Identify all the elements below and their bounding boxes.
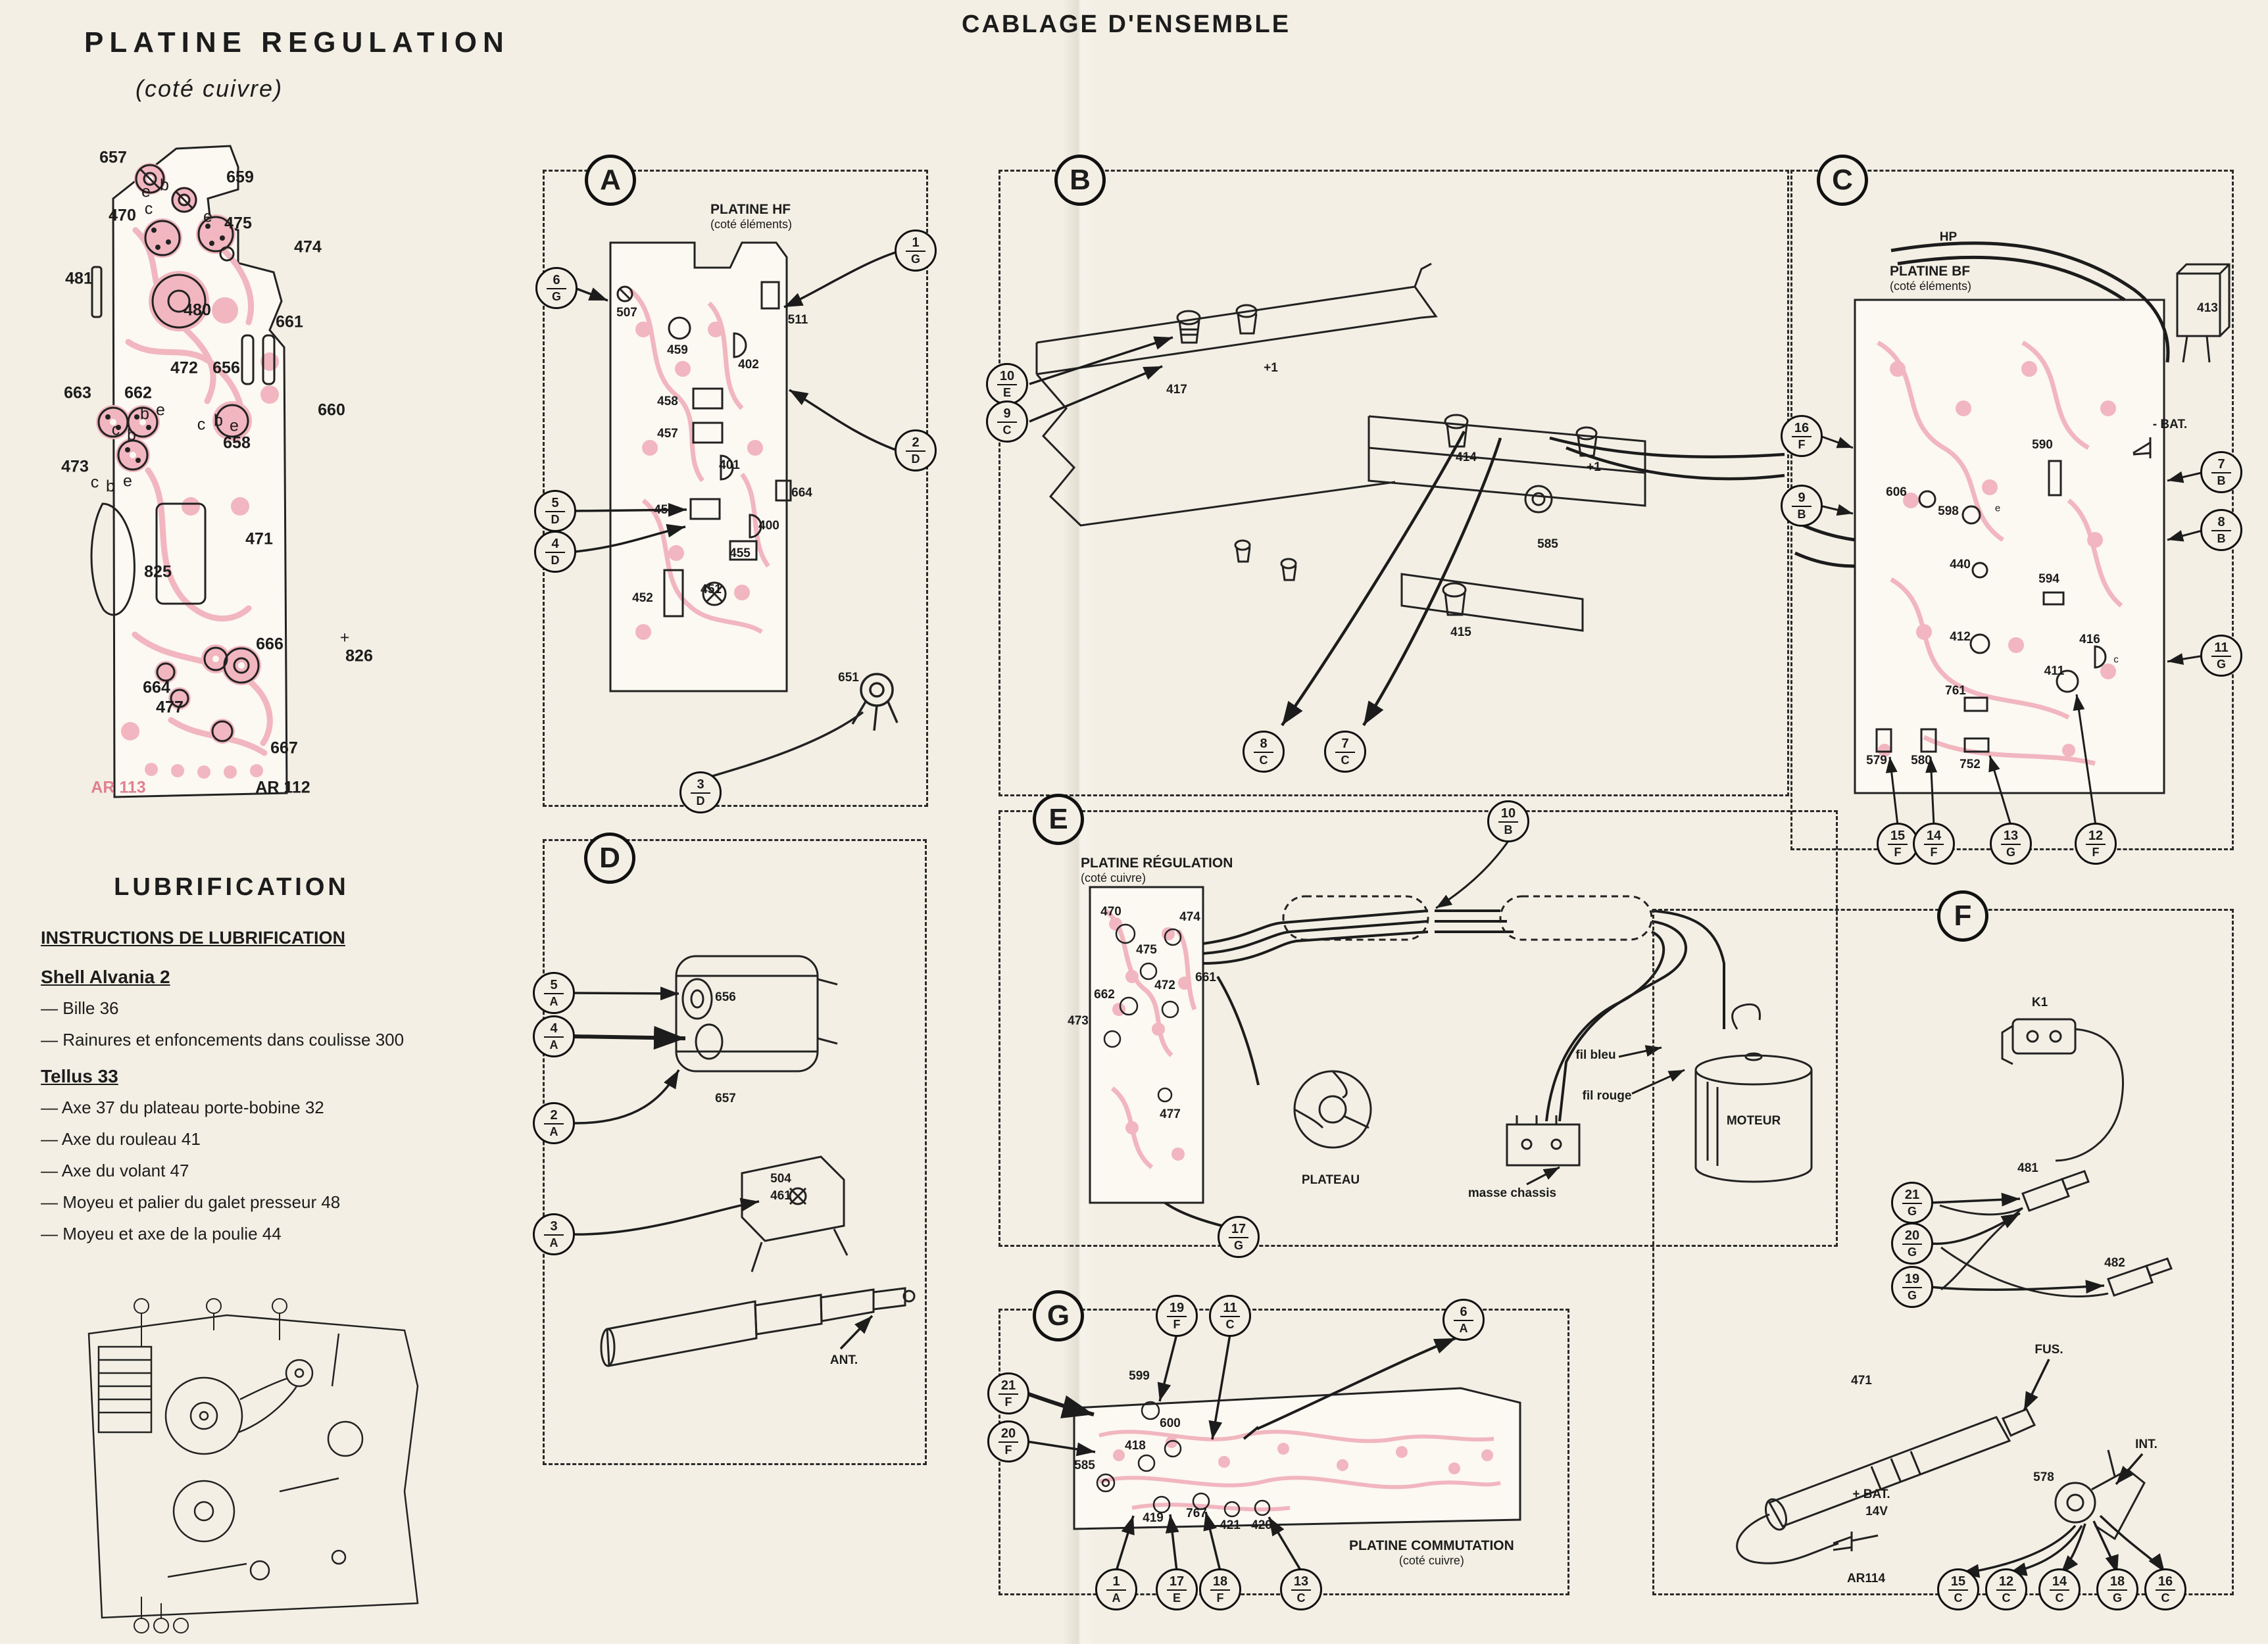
lubricant-group: Shell Alvania 2 — Bille 36 — Rainures et … [41,967,508,1050]
heads-antenna-drawing [573,955,916,1367]
lubrication-item: — Axe du rouleau 41 [41,1129,201,1149]
lubrication-item: — Bille 36 [41,998,119,1018]
lubrification-title: LUBRIFICATION [114,873,349,901]
lubrification-heading: INSTRUCTIONS DE LUBRIFICATION [41,928,345,948]
section-g-box: G PLATINE COMMUTATION (coté cuivre) [987,1290,1569,1610]
section-f-badge: F [1937,890,1988,942]
platine-commutation-drawing [1026,1334,1521,1572]
section-f-box: F [1652,890,2234,1610]
lubrication-item: — Moyeu et axe de la poulie 44 [41,1224,282,1244]
regulation-motor-drawing [1089,840,1813,1230]
lubricant-name: Shell Alvania 2 [41,967,170,987]
platine-bf-drawing [1794,241,2231,826]
section-c-box: C PLATINE BF (coté éléments) [1781,155,2242,865]
section-b-badge: B [1054,155,1106,206]
regulation-pcb-drawing [90,145,288,798]
board-title-commutation: PLATINE COMMUTATION (coté cuivre) [1349,1538,1514,1567]
platine-hf-drawing [574,241,899,778]
section-a-box: A PLATINE HF (coté éléments) [534,155,937,813]
board-title-regulation: PLATINE RÉGULATION (coté cuivre) [1081,856,1233,884]
lubrication-item: — Moyeu et palier du galet presseur 48 [41,1192,341,1212]
chassis-drawing [1029,262,1785,727]
page-title: CABLAGE D'ENSEMBLE [962,11,1291,38]
regulation-title: PLATINE REGULATION [84,26,510,59]
deck-mechanism-drawing [87,1298,419,1633]
section-g-badge: G [1033,1290,1084,1342]
regulation-subtitle: (coté cuivre) [136,75,284,102]
connectors-fuse-drawing [1736,1018,2173,1578]
lubrication-item: — Axe du volant 47 [41,1161,189,1180]
section-c-badge: C [1817,155,1868,206]
lubrification-panel: LUBRIFICATION INSTRUCTIONS DE LUBRIFICAT… [41,873,508,1255]
mechanism-panel [62,1294,444,1636]
lubrication-item: — Rainures et enfoncements dans coulisse… [41,1030,405,1050]
lubricant-name: Tellus 33 [41,1066,118,1086]
lubricant-group: Tellus 33 — Axe 37 du plateau porte-bobi… [41,1066,508,1244]
section-a-badge: A [585,155,636,206]
lubrication-item: — Axe 37 du plateau porte-bobine 32 [41,1098,324,1117]
section-b-box: B [986,155,1789,796]
section-d-badge: D [584,833,635,884]
board-title-hf: PLATINE HF (coté éléments) [710,202,793,231]
section-d-box: D [533,833,927,1465]
board-title-bf: PLATINE BF (coté éléments) [1890,264,1972,293]
section-e-badge: E [1033,794,1084,845]
